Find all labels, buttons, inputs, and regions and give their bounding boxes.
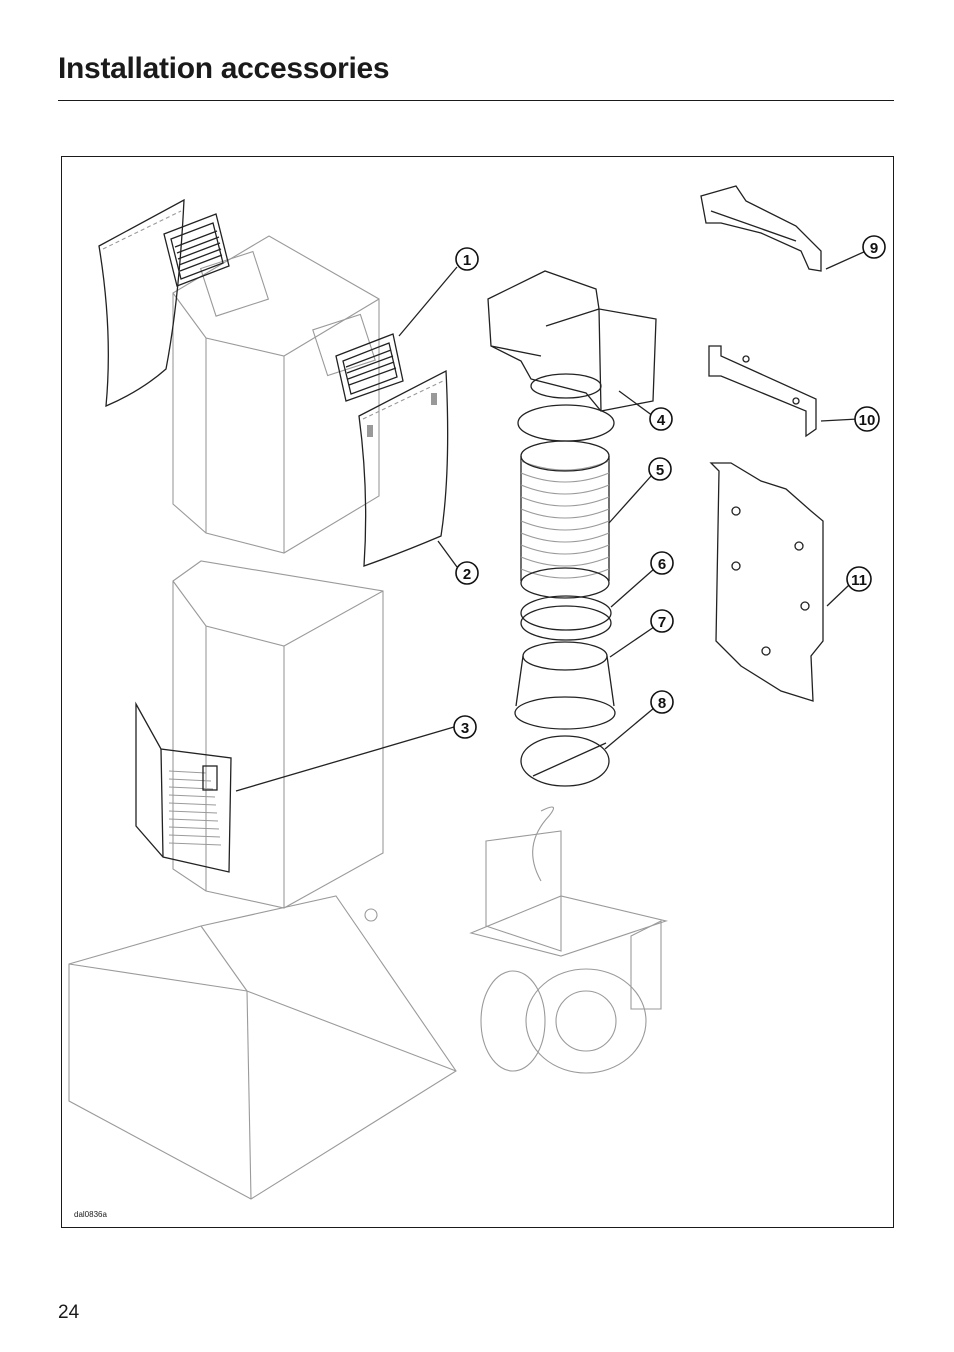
page-title: Installation accessories	[58, 52, 390, 85]
svg-text:4: 4	[657, 412, 666, 429]
diagram-drawing: 1 2 3 4 5 6 7 8 9 10 11	[68, 185, 886, 1200]
callout-4: 4	[649, 407, 673, 431]
mounting-plate	[709, 462, 824, 702]
svg-text:8: 8	[658, 695, 666, 712]
svg-text:10: 10	[859, 412, 876, 429]
callout-7: 7	[650, 609, 674, 633]
lower-chimney	[172, 560, 384, 909]
svg-text:9: 9	[870, 240, 878, 257]
non-return-flap	[520, 735, 610, 787]
fan-motor	[469, 806, 669, 1074]
callout-8: 8	[650, 690, 674, 714]
protective-film-right	[358, 369, 449, 567]
callout-2: 2	[455, 561, 479, 585]
exploded-diagram: 1 2 3 4 5 6 7 8 9 10 11 dal0836a	[61, 156, 894, 1228]
leader-lines	[235, 250, 867, 792]
ventilation-grille-left	[163, 213, 230, 287]
callout-5: 5	[648, 457, 672, 481]
svg-text:3: 3	[461, 720, 469, 737]
flexible-hose	[517, 404, 615, 599]
upper-chimney	[172, 235, 380, 554]
instructions-sheet	[135, 701, 232, 873]
ventilation-grille-right	[335, 333, 404, 402]
title-divider	[58, 100, 894, 101]
callout-9: 9	[862, 235, 886, 259]
svg-text:5: 5	[656, 462, 664, 479]
protective-film-left	[98, 198, 185, 408]
callout-6: 6	[650, 551, 674, 575]
callout-3: 3	[453, 715, 477, 739]
callout-10: 10	[854, 406, 880, 432]
hood-canopy	[68, 895, 457, 1200]
page-number: 24	[58, 1302, 80, 1323]
connecting-sleeve	[514, 641, 616, 730]
bracket-9	[700, 185, 822, 272]
svg-text:1: 1	[463, 252, 471, 269]
svg-text:11: 11	[851, 572, 867, 589]
callout-11: 11	[846, 566, 872, 592]
callout-1: 1	[455, 247, 479, 271]
svg-text:6: 6	[658, 556, 666, 573]
bracket-10	[708, 345, 817, 438]
svg-text:7: 7	[658, 614, 666, 631]
svg-text:2: 2	[463, 566, 471, 583]
duct-adaptor	[487, 270, 657, 412]
hose-clip	[520, 595, 612, 641]
figure-code: dal0836a	[74, 1210, 107, 1219]
